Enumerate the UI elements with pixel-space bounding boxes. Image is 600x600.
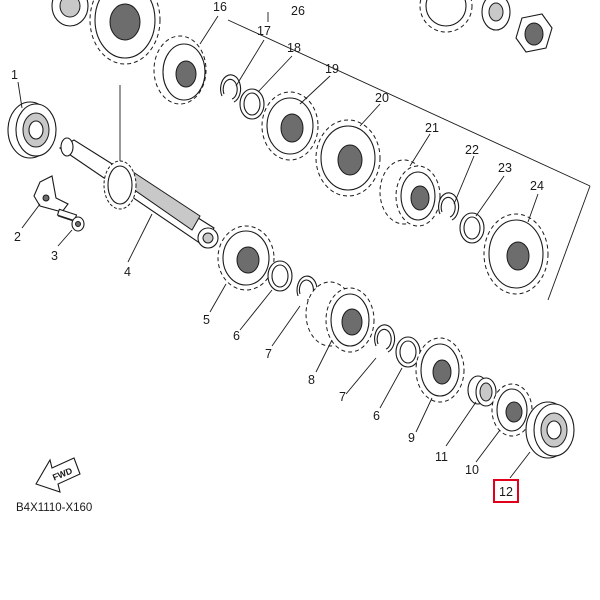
part-6-washer[interactable] — [267, 260, 293, 292]
callout-4: 4 — [124, 265, 131, 279]
part-6-washer-second[interactable] — [395, 336, 421, 368]
part-8-gear[interactable] — [305, 281, 375, 353]
part-2-plate[interactable] — [33, 175, 69, 213]
part-7-circlip-second[interactable] — [374, 324, 396, 353]
callout-5: 5 — [203, 313, 210, 327]
callout-6-second: 6 — [373, 409, 380, 423]
callout-9: 9 — [408, 431, 415, 445]
part-19-gear[interactable] — [261, 91, 319, 161]
callout-labels: 1 2 3 4 5 6 7 8 7 6 9 11 10 12 16 17 18 … — [11, 0, 544, 499]
callout-24: 24 — [530, 179, 544, 193]
catalog-code: B4X1110-X160 — [16, 502, 92, 514]
top-right-sprocket-partial — [419, 0, 553, 53]
leader-lines — [17, 15, 539, 479]
callout-19: 19 — [325, 62, 339, 76]
callout-22: 22 — [465, 143, 479, 157]
part-1-bearing[interactable] — [7, 101, 57, 159]
callout-26: 26 — [291, 4, 305, 18]
callout-1: 1 — [11, 68, 18, 82]
part-9-gear[interactable] — [415, 337, 465, 403]
callout-11: 11 — [435, 450, 448, 464]
callout-10: 10 — [465, 463, 479, 477]
part-23-washer[interactable] — [459, 212, 485, 244]
callout-6: 6 — [233, 329, 240, 343]
part-16-gear[interactable] — [153, 35, 207, 105]
part-22-circlip[interactable] — [438, 192, 460, 221]
part-12-bearing[interactable] — [525, 401, 575, 459]
callout-7: 7 — [265, 347, 272, 361]
callout-3: 3 — [51, 249, 58, 263]
part-24-gear[interactable] — [483, 213, 549, 295]
part-4-main-axle[interactable] — [58, 137, 219, 249]
part-5-gear[interactable] — [217, 225, 275, 291]
callout-18: 18 — [287, 41, 301, 55]
callout-7-second: 7 — [339, 390, 346, 404]
callout-20: 20 — [375, 91, 389, 105]
part-3-bolt[interactable] — [56, 208, 85, 232]
callout-17: 17 — [257, 24, 271, 38]
callout-16: 16 — [213, 0, 227, 14]
callout-8: 8 — [308, 373, 315, 387]
part-18-washer[interactable] — [239, 88, 265, 120]
callout-12: 12 — [499, 485, 513, 499]
part-20-gear[interactable] — [315, 119, 381, 197]
part-21-gear[interactable] — [379, 159, 441, 227]
part-10-gear[interactable] — [491, 383, 533, 437]
part-11-needle-bearing[interactable] — [467, 375, 497, 407]
callout-23: 23 — [498, 161, 512, 175]
forward-direction-arrow: FWD — [35, 457, 81, 493]
top-bearing-partial — [51, 0, 89, 27]
top-gear-partial[interactable] — [89, 0, 161, 65]
highlight-box-part-12[interactable] — [493, 479, 519, 503]
callout-21: 21 — [425, 121, 439, 135]
part-17-circlip[interactable] — [220, 74, 242, 103]
callout-2: 2 — [14, 230, 21, 244]
assembly-boundary-frame — [119, 12, 591, 301]
